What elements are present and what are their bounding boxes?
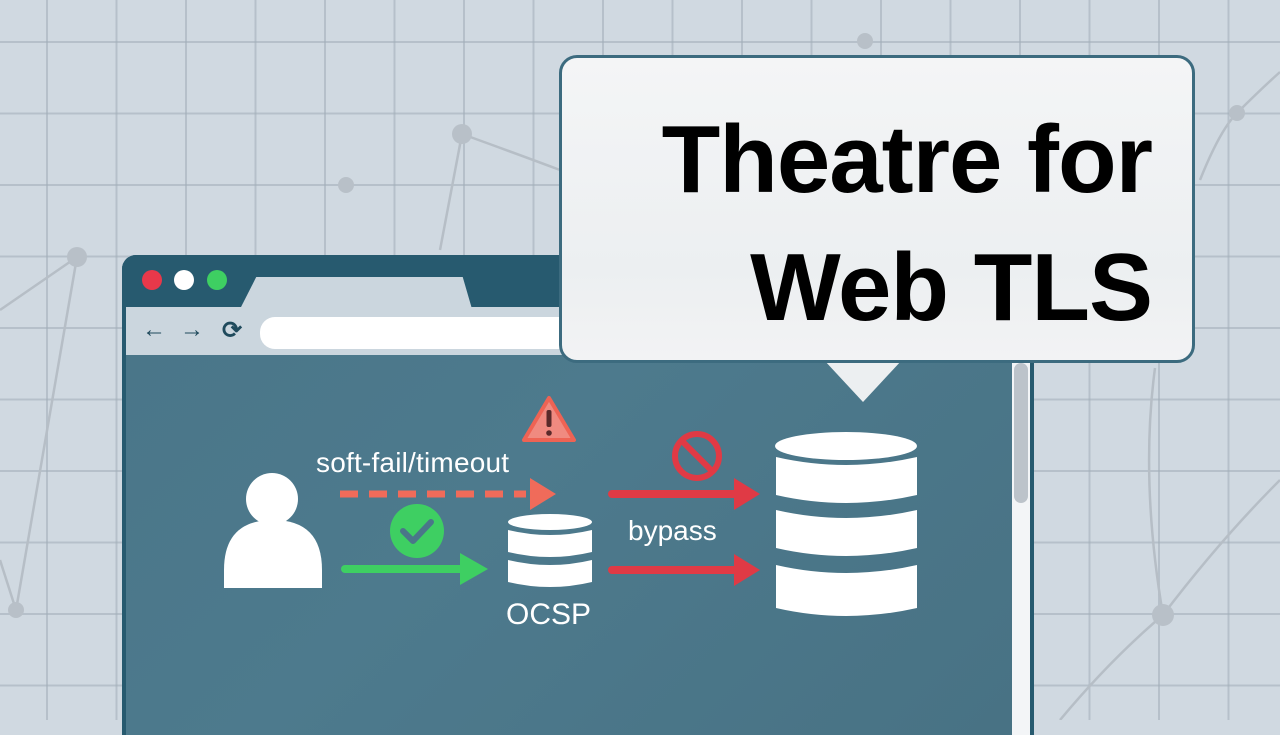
bypass-label: bypass: [628, 515, 717, 546]
minimize-window-button[interactable]: [174, 270, 194, 290]
forward-arrow-icon[interactable]: →: [180, 316, 204, 343]
scrollbar-thumb[interactable]: [1014, 363, 1028, 503]
browser-content-area: [126, 355, 1012, 735]
background-network-graph: [0, 33, 1280, 720]
headline-speech-bubble: Theatre for Web TLS: [559, 55, 1195, 363]
headline-title: Theatre for Web TLS: [661, 96, 1153, 352]
speech-bubble-pointer: [824, 360, 902, 402]
browser-tab[interactable]: [240, 277, 472, 309]
headline-line-2: Web TLS: [750, 234, 1153, 341]
close-window-button[interactable]: [142, 270, 162, 290]
soft-fail-timeout-label: soft-fail/timeout: [316, 447, 510, 478]
reload-icon[interactable]: ⟳: [221, 316, 243, 344]
ocsp-label: OCSP: [506, 598, 592, 631]
scrollbar-track[interactable]: [1012, 355, 1030, 735]
maximize-window-button[interactable]: [207, 270, 227, 290]
back-arrow-icon[interactable]: ←: [142, 316, 166, 343]
headline-line-1: Theatre for: [661, 106, 1153, 213]
